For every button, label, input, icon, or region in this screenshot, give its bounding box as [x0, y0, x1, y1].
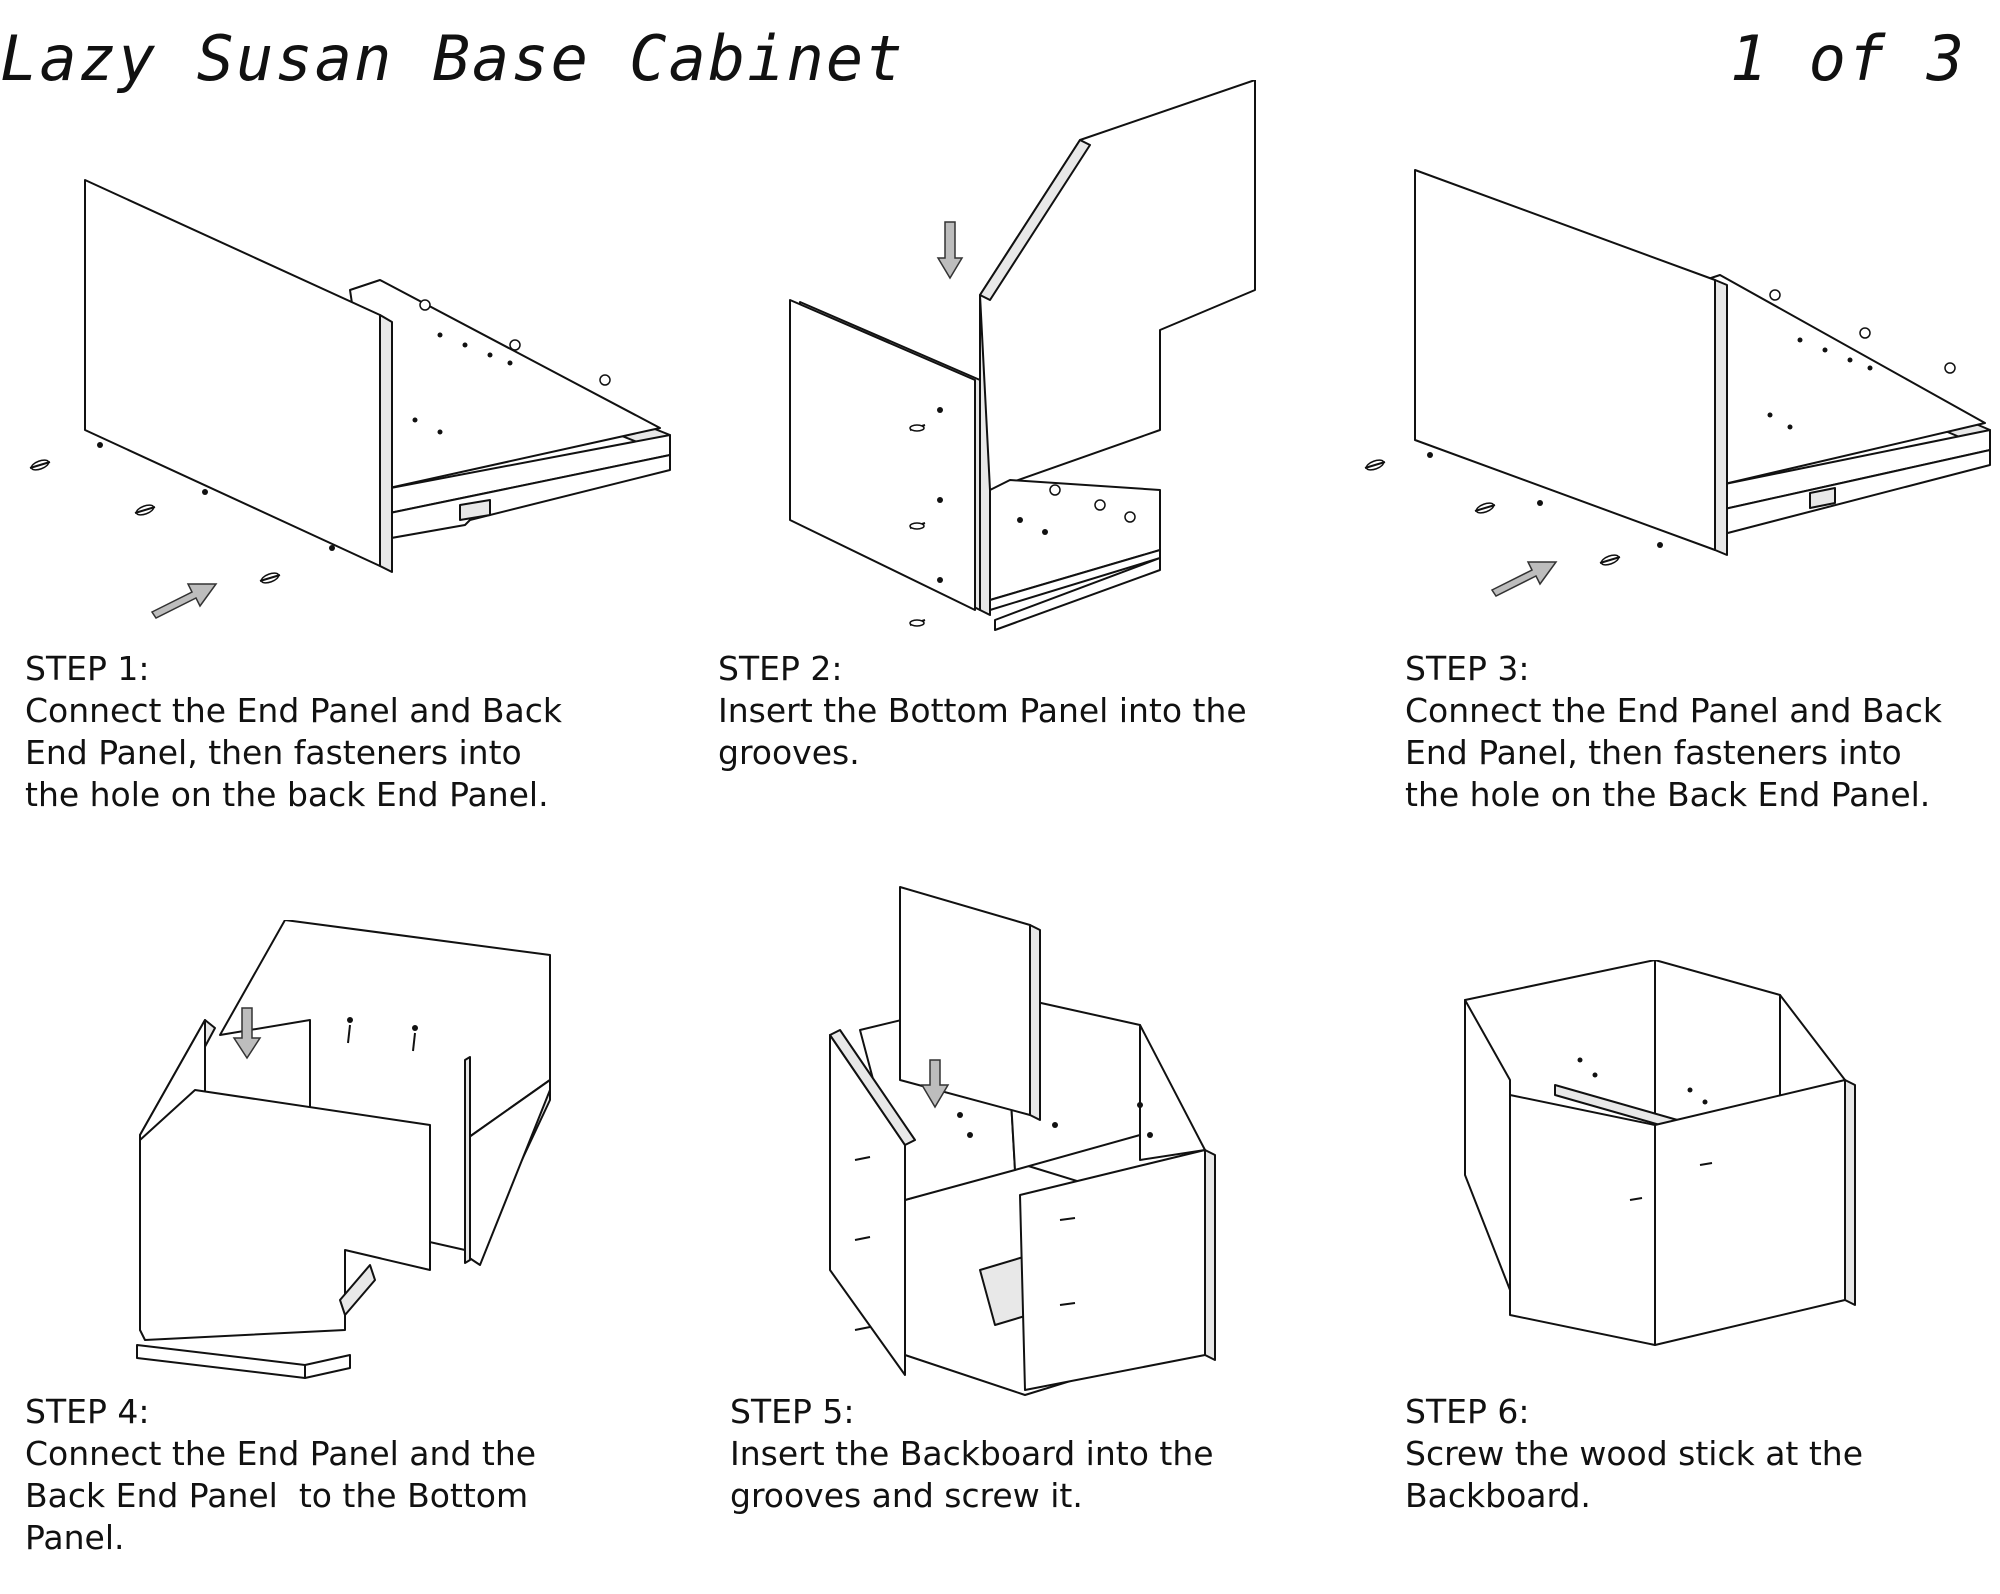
document-title: Lazy Susan Base Cabinet	[0, 22, 905, 95]
screw-icon	[854, 1326, 871, 1331]
step-4-caption: STEP 4: Connect the End Panel and the Ba…	[25, 1391, 536, 1559]
step-1-illustration	[29, 179, 671, 619]
back-end-panel	[979, 80, 1256, 491]
screw-icon	[134, 504, 156, 516]
step-3-illustration	[1364, 169, 1991, 597]
step-1-line: Connect the End Panel and Back	[25, 691, 562, 730]
step-2-line: grooves.	[718, 733, 860, 772]
screw-icon	[854, 1236, 871, 1241]
screw-icon	[412, 1032, 416, 1052]
bottom-panel	[139, 1089, 431, 1341]
screw-icon	[259, 572, 281, 584]
direction-arrow-icon	[1490, 561, 1558, 597]
screw-icon	[347, 1024, 351, 1044]
screw-icon	[1699, 1162, 1713, 1166]
step-6-illustration	[1464, 960, 1856, 1346]
step-2-line: Insert the Bottom Panel into the	[718, 691, 1247, 730]
step-5-illustration	[829, 886, 1216, 1396]
down-arrow-icon	[936, 221, 964, 280]
step-3-line: Connect the End Panel and Back	[1405, 691, 1942, 730]
step-3-caption: STEP 3: Connect the End Panel and Back E…	[1405, 648, 1942, 816]
step-1-line: End Panel, then fasteners into	[25, 733, 522, 772]
step-3-line: the hole on the Back End Panel.	[1405, 775, 1931, 814]
screw-icon	[1364, 459, 1386, 471]
step-1-heading: STEP 1:	[25, 649, 150, 688]
step-4-line: Connect the End Panel and the	[25, 1434, 537, 1473]
screw-icon	[854, 1156, 871, 1161]
screw-icon	[1059, 1217, 1076, 1221]
step-1-caption: STEP 1: Connect the End Panel and Back E…	[25, 648, 562, 816]
backboard	[899, 886, 1031, 1116]
step-6-line: Backboard.	[1405, 1476, 1591, 1515]
step-2-caption: STEP 2: Insert the Bottom Panel into the…	[718, 648, 1247, 774]
step-5-caption: STEP 5: Insert the Backboard into the gr…	[730, 1391, 1214, 1517]
step-5-line: Insert the Backboard into the	[730, 1434, 1214, 1473]
end-panel	[789, 299, 976, 611]
end-panel	[84, 179, 381, 567]
step-3-heading: STEP 3:	[1405, 649, 1530, 688]
end-panel	[1414, 169, 1716, 551]
down-arrow-icon	[920, 1059, 950, 1109]
step-5-heading: STEP 5:	[730, 1392, 855, 1431]
bottom-panel	[989, 479, 1161, 601]
direction-arrow-icon	[150, 583, 218, 619]
screw-icon	[29, 459, 51, 471]
screw-icon	[909, 522, 926, 530]
step-4-line: Back End Panel to the Bottom	[25, 1476, 529, 1515]
step-2-illustration	[789, 80, 1256, 631]
step-6-caption: STEP 6: Screw the wood stick at the Back…	[1405, 1391, 1863, 1517]
screw-icon	[1629, 1197, 1643, 1201]
step-5-line: grooves and screw it.	[730, 1476, 1083, 1515]
step-4-heading: STEP 4:	[25, 1392, 150, 1431]
step-2-heading: STEP 2:	[718, 649, 843, 688]
screw-icon	[909, 619, 926, 627]
screw-icon	[1059, 1302, 1076, 1306]
screw-icon	[1474, 502, 1496, 514]
step-1-line: the hole on the back End Panel.	[25, 775, 549, 814]
page-number: 1 of 3	[1730, 22, 1966, 95]
step-6-line: Screw the wood stick at the	[1405, 1434, 1864, 1473]
screw-icon	[909, 424, 926, 432]
step-3-line: End Panel, then fasteners into	[1405, 733, 1902, 772]
screw-icon	[1599, 554, 1621, 566]
step-6-heading: STEP 6:	[1405, 1392, 1530, 1431]
step-4-line: Panel.	[25, 1518, 125, 1557]
step-4-illustration	[136, 920, 551, 1379]
down-arrow-icon	[232, 1007, 262, 1060]
